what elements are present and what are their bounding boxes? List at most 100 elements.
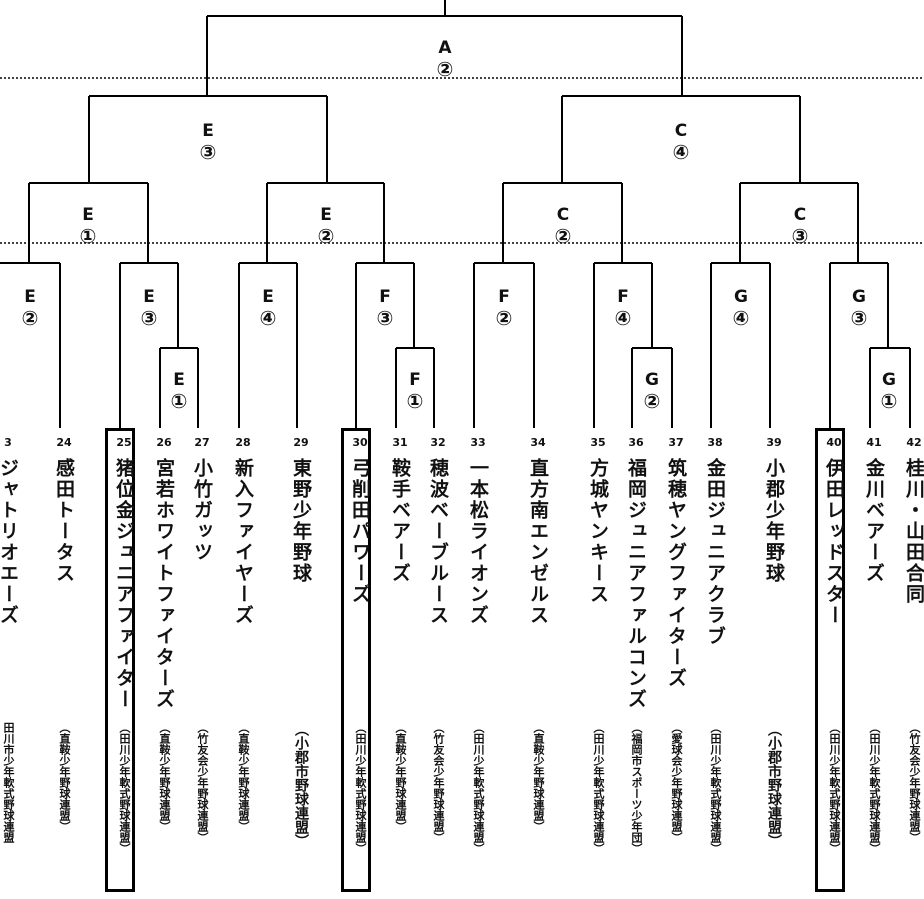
team-name: 感田トータス — [53, 458, 75, 584]
team-highlight-box — [815, 428, 845, 892]
node-number: ① — [880, 389, 898, 413]
node-number: ② — [495, 306, 513, 330]
team-association: （福岡市スポーツ少年団） — [630, 722, 643, 854]
team-association: （直鞍少年野球連盟） — [532, 722, 545, 832]
team-association: （竹友会少年野球連盟） — [908, 722, 921, 843]
team-number: 33 — [470, 436, 486, 449]
node-number: ③ — [199, 140, 217, 164]
team-association: （田川少年軟式野球連盟） — [868, 722, 881, 854]
team-association: （直鞍少年野球連盟） — [58, 722, 71, 832]
node-letter: C — [674, 121, 688, 141]
team-name: 筑穂ヤングファイターズ — [665, 458, 687, 689]
team-number: 34 — [530, 436, 546, 449]
node-number: ① — [406, 389, 424, 413]
node-letter: E — [82, 205, 94, 225]
node-number: ④ — [614, 306, 632, 330]
team-association: （直鞍少年野球連盟） — [237, 722, 250, 832]
node-letter: G — [882, 370, 896, 390]
node-letter: F — [379, 287, 391, 307]
team-name: 宮若ホワイトファイターズ — [153, 458, 175, 710]
team-number: 25 — [116, 436, 132, 449]
node-letter: C — [793, 205, 807, 225]
team-name: 鞍手ベアーズ — [389, 458, 411, 584]
node-letter: C — [556, 205, 570, 225]
node-number: ① — [170, 389, 188, 413]
node-letter: E — [24, 287, 36, 307]
team-name: 穂波ベーブルース — [427, 458, 449, 626]
team-association: （田川少年軟式野球連盟） — [118, 722, 131, 854]
team-name: 小郡少年野球 — [763, 458, 785, 584]
node-number: ④ — [732, 306, 750, 330]
node-number: ③ — [140, 306, 158, 330]
team-number: 42 — [906, 436, 922, 449]
team-name: 新入ファイヤーズ — [232, 458, 254, 626]
node-number: ② — [317, 224, 335, 248]
team-number: 37 — [668, 436, 684, 449]
team-association: （竹友会少年野球連盟） — [196, 722, 209, 843]
team-name: 直方南エンゼルス — [527, 458, 549, 626]
node-number: ④ — [672, 140, 690, 164]
team-number: 26 — [156, 436, 172, 449]
team-name: 金田ジュニアクラブ — [704, 458, 726, 647]
node-letter: E — [143, 287, 155, 307]
node-letter: G — [734, 287, 748, 307]
team-number: 38 — [707, 436, 723, 449]
team-number: 39 — [766, 436, 782, 449]
team-name: 東野少年野球 — [290, 458, 312, 584]
team-association: （田川少年軟式野球連盟） — [472, 722, 485, 854]
team-name: 桂川・山田合同 — [903, 458, 924, 605]
team-number: 30 — [352, 436, 368, 449]
team-association: （田川少年軟式野球連盟） — [828, 722, 841, 854]
node-letter: G — [645, 370, 659, 390]
node-number: ③ — [376, 306, 394, 330]
team-number: 36 — [628, 436, 644, 449]
team-name: 福岡ジュニアファルコンズ — [625, 458, 647, 710]
node-letter: A — [438, 38, 452, 58]
node-letter: E — [202, 121, 214, 141]
team-number: 3 — [4, 436, 12, 449]
node-number: ② — [554, 224, 572, 248]
node-number: ③ — [791, 224, 809, 248]
team-association: （田川少年軟式野球連盟） — [354, 722, 367, 854]
node-letter: F — [409, 370, 421, 390]
node-number: ③ — [850, 306, 868, 330]
team-number: 28 — [235, 436, 251, 449]
node-letter: F — [617, 287, 629, 307]
team-number: 24 — [56, 436, 72, 449]
team-highlight-box — [341, 428, 371, 892]
team-association: （田川少年軟式野球連盟） — [709, 722, 722, 854]
node-number: ② — [643, 389, 661, 413]
node-letter: F — [498, 287, 510, 307]
team-number: 32 — [430, 436, 446, 449]
team-name: 伊田レッドスター — [823, 458, 845, 626]
node-number: ④ — [259, 306, 277, 330]
team-number: 29 — [293, 436, 309, 449]
node-letter: E — [320, 205, 332, 225]
team-name: 金川ベアーズ — [863, 458, 885, 584]
team-name: 猪位金ジュニアファイターズ — [113, 458, 135, 710]
node-number: ① — [79, 224, 97, 248]
node-number: ② — [21, 306, 39, 330]
team-highlight-box — [105, 428, 135, 892]
team-number: 31 — [392, 436, 408, 449]
node-number: ② — [436, 57, 454, 81]
team-association: （直鞍少年野球連盟） — [394, 722, 407, 832]
team-name: 小竹ガッツ — [191, 458, 213, 563]
